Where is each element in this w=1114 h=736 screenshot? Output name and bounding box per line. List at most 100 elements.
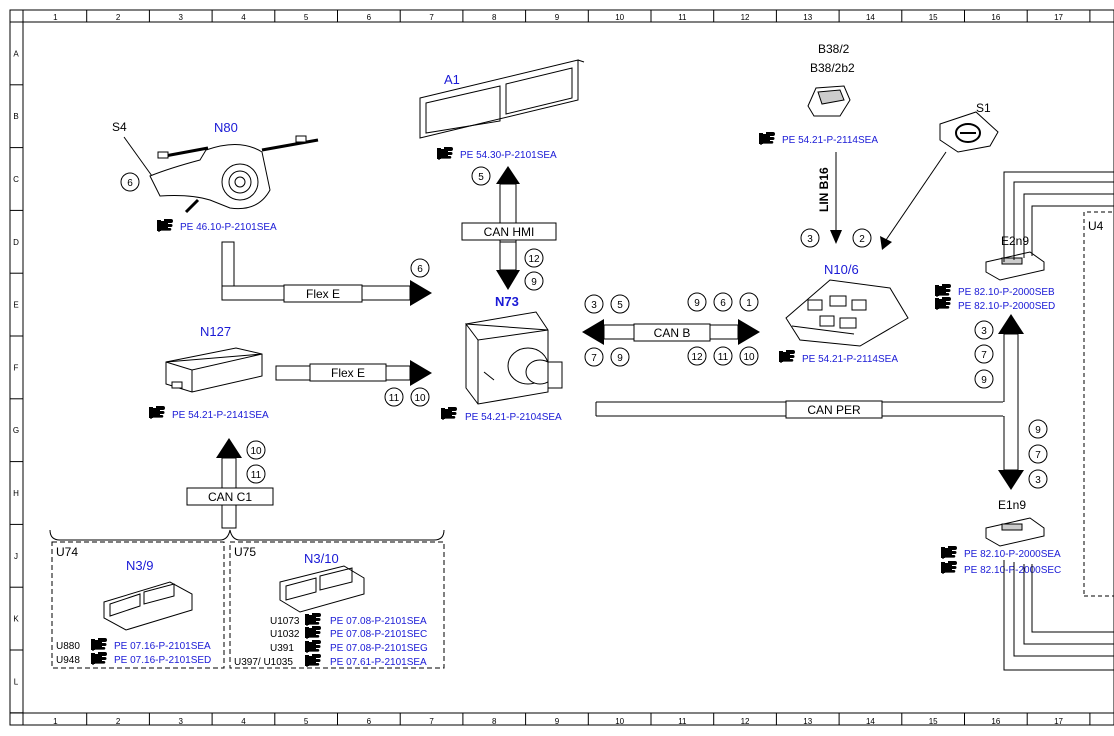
u74-row-reference-link[interactable]: PE 07.16-P-2101SEA xyxy=(114,641,211,652)
u75-box xyxy=(229,541,445,669)
reference-hand-icon xyxy=(305,640,321,653)
circled-number-marker: 12 xyxy=(524,248,544,268)
svg-text:10: 10 xyxy=(414,393,426,404)
n127-label: N127 xyxy=(200,324,231,339)
u75-row-reference-link[interactable]: PE 07.08-P-2101SEA xyxy=(330,616,427,627)
sam-control-unit-icon xyxy=(785,279,909,347)
grid-row-label: G xyxy=(13,426,19,435)
b38-reference-link[interactable]: PE 54.21-P-2114SEA xyxy=(782,135,878,146)
svg-text:10: 10 xyxy=(250,446,262,457)
circled-number-marker: 6 xyxy=(410,258,430,278)
grid-column-label: 13 xyxy=(803,13,812,22)
e1n9-label: E1n9 xyxy=(998,498,1026,512)
u75-row-code: U1073 xyxy=(270,616,300,627)
can-c1-bus-arrow xyxy=(216,438,242,529)
ignition-switch-icon xyxy=(939,111,999,153)
e2n9-reference-link-2[interactable]: PE 82.10-P-2000SED xyxy=(958,301,1055,312)
grid-column-label: 12 xyxy=(741,717,750,726)
svg-text:5: 5 xyxy=(617,300,623,311)
n10-6-reference-link[interactable]: PE 54.21-P-2114SEA xyxy=(802,354,898,365)
grid-row-label: F xyxy=(14,363,19,372)
grid-column-label: 16 xyxy=(991,13,1000,22)
a1-reference-link[interactable]: PE 54.30-P-2101SEA xyxy=(460,150,557,161)
circled-number-marker: 12 xyxy=(687,346,707,366)
circled-number-marker: 11 xyxy=(384,387,404,407)
grid-column-label: 2 xyxy=(116,13,121,22)
u75-row-reference-link[interactable]: PE 07.08-P-2101SEG xyxy=(330,643,428,654)
reference-hand-icon xyxy=(441,407,457,420)
grid-column-label: 1 xyxy=(53,13,58,22)
svg-text:9: 9 xyxy=(1035,425,1041,436)
s4-label: S4 xyxy=(112,120,127,134)
can-per-label: CAN PER xyxy=(807,403,861,417)
grid-column-label: 15 xyxy=(929,13,938,22)
u75-row-code: U1032 xyxy=(270,629,300,640)
grid-column-label: 11 xyxy=(678,13,687,22)
u74-row-reference-link[interactable]: PE 07.16-P-2101SED xyxy=(114,655,211,666)
svg-text:7: 7 xyxy=(981,350,987,361)
circled-number-marker: 5 xyxy=(471,166,491,186)
svg-text:6: 6 xyxy=(127,178,133,189)
u74-row-code: U880 xyxy=(56,641,80,652)
n3-9-ecu-icon xyxy=(103,581,193,631)
a1-instrument-cluster-icon xyxy=(419,59,585,139)
grid-column-label: 11 xyxy=(678,717,687,726)
circled-number-marker: 3 xyxy=(974,320,994,340)
e1n9-headlamp-module-icon xyxy=(985,517,1045,547)
grid-column-label: 2 xyxy=(116,717,121,726)
svg-text:10: 10 xyxy=(743,352,755,363)
u75-row-reference-link[interactable]: PE 07.61-P-2101SEA xyxy=(330,657,427,668)
u75-row-code: U391 xyxy=(270,643,294,654)
u75-row-code: U397/ U1035 xyxy=(234,657,293,668)
circled-number-marker: 5 xyxy=(610,294,630,314)
u75-label: U75 xyxy=(234,545,256,559)
e1n9-reference-link-2[interactable]: PE 82.10-P-2000SEC xyxy=(964,565,1061,576)
grid-column-label: 5 xyxy=(304,13,309,22)
b38-sublabel: B38/2b2 xyxy=(810,61,855,75)
lin-b16-label: LIN B16 xyxy=(817,167,831,212)
grid-column-label: 7 xyxy=(429,717,434,726)
n73-label: N73 xyxy=(495,294,519,309)
grid-row-label: D xyxy=(13,238,19,247)
circled-number-marker: 9 xyxy=(687,292,707,312)
n10-6-label: N10/6 xyxy=(824,262,859,277)
e1n9-reference-link-1[interactable]: PE 82.10-P-2000SEA xyxy=(964,549,1061,560)
svg-text:9: 9 xyxy=(617,353,623,364)
n80-reference-link[interactable]: PE 46.10-P-2101SEA xyxy=(180,222,277,233)
n127-control-unit-icon xyxy=(165,347,263,393)
circled-number-marker: 7 xyxy=(974,344,994,364)
e2n9-headlamp-module-icon xyxy=(985,251,1045,281)
n127-reference-link[interactable]: PE 54.21-P-2141SEA xyxy=(172,410,269,421)
grid-column-label: 4 xyxy=(241,717,246,726)
n73-reference-link[interactable]: PE 54.21-P-2104SEA xyxy=(465,412,562,423)
rain-light-sensor-icon xyxy=(807,85,851,117)
svg-text:12: 12 xyxy=(528,254,540,265)
drawing-frame xyxy=(9,9,1114,726)
svg-text:9: 9 xyxy=(981,375,987,386)
reference-hand-icon xyxy=(759,132,775,145)
can-per-bus-arrow xyxy=(595,314,1024,490)
svg-text:11: 11 xyxy=(718,352,729,363)
grid-column-label: 14 xyxy=(866,717,875,726)
u75-row-reference-link[interactable]: PE 07.08-P-2101SEC xyxy=(330,629,427,640)
e2n9-reference-link-1[interactable]: PE 82.10-P-2000SEB xyxy=(958,287,1055,298)
svg-text:6: 6 xyxy=(720,298,726,309)
svg-text:6: 6 xyxy=(417,264,423,275)
circled-number-marker: 6 xyxy=(120,172,140,192)
grid-column-label: 8 xyxy=(492,717,497,726)
flex-e-label-box-1 xyxy=(283,284,363,303)
can-hmi-label: CAN HMI xyxy=(484,225,535,239)
grid-column-label: 13 xyxy=(803,717,812,726)
grid-column-label: 17 xyxy=(1054,717,1063,726)
b38-label: B38/2 xyxy=(818,42,850,56)
circled-number-marker: 3 xyxy=(1028,469,1048,489)
grid-column-label: 15 xyxy=(929,717,938,726)
grid-row-label: A xyxy=(13,49,19,58)
grid-row-label: C xyxy=(13,175,19,184)
circled-number-marker: 11 xyxy=(713,346,733,366)
can-c1-label: CAN C1 xyxy=(208,490,252,504)
u4-label: U4 xyxy=(1088,219,1104,233)
